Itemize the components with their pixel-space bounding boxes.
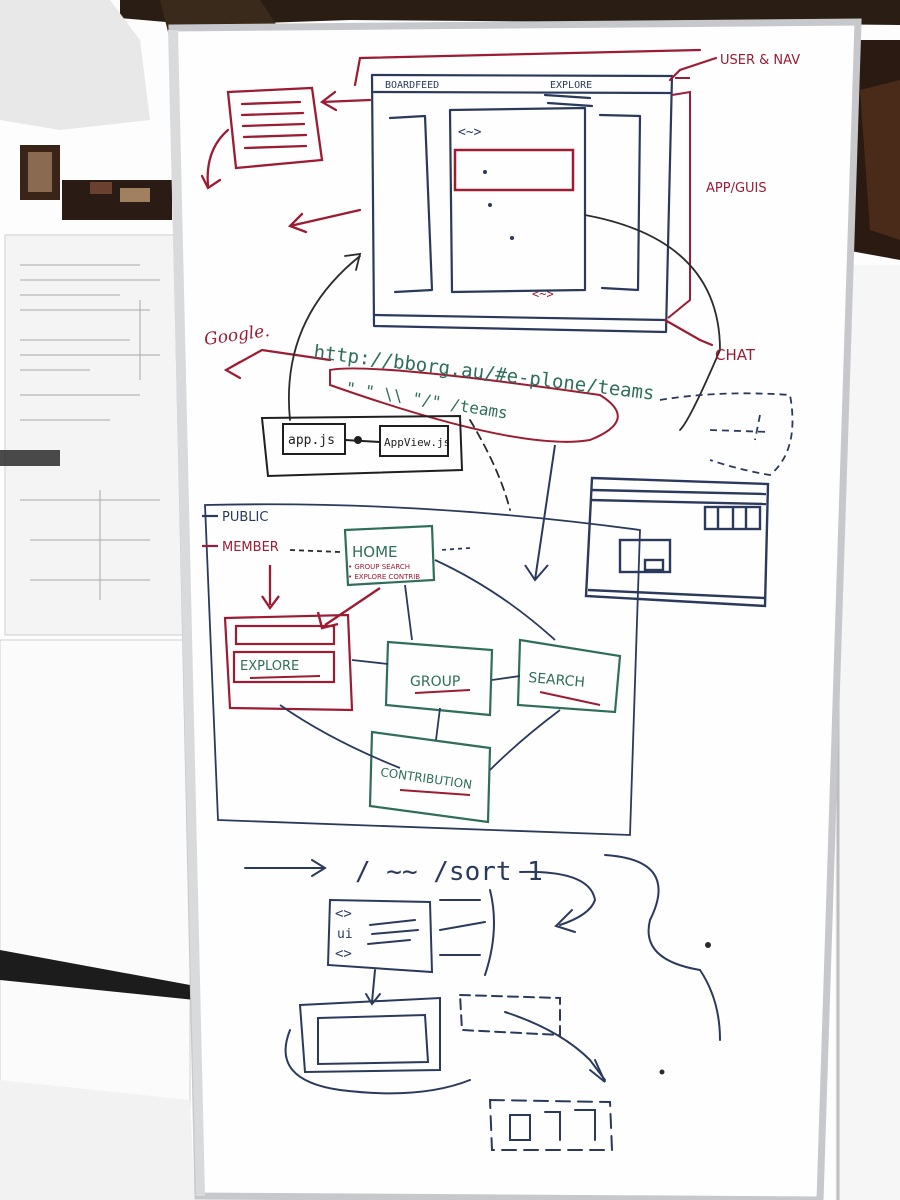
wireframe-right-panel [598,113,642,292]
node-group-label: GROUP [410,674,460,690]
annotation-user-nav: USER & NAV [720,53,800,68]
node-home-label: HOME [352,543,398,561]
wireframe-window [370,73,674,334]
code-box [326,898,434,974]
wireframe-left-panel [388,114,434,294]
node-home-sub-2: • EXPLORE CONTRIB [348,573,420,581]
node-search-label: SEARCH [528,670,586,691]
bottom-screen-box [298,996,441,1074]
sitemap-region [202,503,641,836]
wireframe-header-left: BOARDFEED [385,80,439,91]
app-js-box [282,423,346,455]
annotation-chat: CHAT [715,346,756,364]
legend-public: PUBLIC [222,510,268,525]
node-explore-label: EXPLORE [240,659,299,674]
file-app-js: app.js [288,433,335,448]
app-wireframe-sketch [370,73,674,334]
node-home-sub-1: • GROUP SEARCH [348,563,410,571]
wireframe-header-right: EXPLORE [550,80,592,91]
wireframe-center-tag-top: <~> [458,125,482,140]
node-group-box [384,640,494,717]
bottom-code-1: <> [335,906,352,922]
node-home-box [343,524,436,587]
sitemap-connectors [279,547,561,771]
node-explore-box [223,587,381,712]
wireframe-highlight-box [453,148,575,192]
url-annotation [329,367,619,582]
bottom-code-2: ui [337,927,353,942]
whiteboard-frame [168,18,862,1200]
wireframe-center-panel [448,106,587,294]
node-search-box [516,638,622,714]
wireframe-center-tag-bottom: <~> [532,287,554,301]
file-boxes-sketch [260,414,464,478]
file-app-view: AppView.js [384,436,450,449]
document-sketch-icon [200,86,372,234]
bottom-path-label: / ~~ /sort 1 [355,857,543,887]
browser-sketch [584,476,770,608]
bottom-sketches [244,854,721,1151]
node-contribution-box [368,730,492,824]
legend-member: MEMBER [222,540,279,555]
bottom-code-3: <> [335,946,352,962]
annotation-app-guis: APP/GUIS [706,181,767,196]
